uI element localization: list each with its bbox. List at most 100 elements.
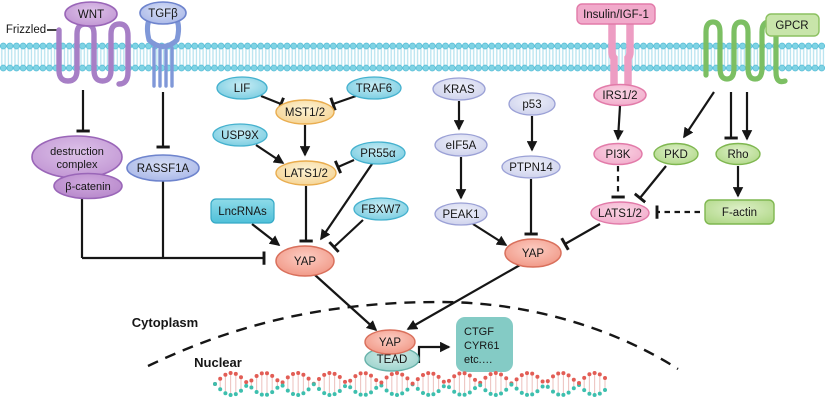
rassf1a-node: RASSF1A	[126, 154, 200, 182]
lncrnas-label: LncRNAs	[218, 206, 267, 218]
yap-left-shape	[275, 245, 335, 277]
edge-yap-left-to-nucleus	[314, 274, 378, 332]
usp9x-label: USP9X	[221, 130, 259, 142]
pi3k-label: PI3K	[606, 149, 631, 161]
p53-node: p53	[508, 92, 556, 116]
tgfb-receptor: TGFβ	[139, 1, 187, 88]
rho-shape	[715, 142, 761, 166]
pi3k-shape	[593, 142, 643, 166]
target-genes-box	[456, 317, 513, 372]
pr55a-label: PR55α	[360, 148, 396, 160]
kras-node: KRAS	[432, 77, 486, 101]
ptpn14-label: PTPN14	[509, 162, 553, 174]
tgfb-shape	[139, 1, 187, 25]
gpcr-receptor: GPCR	[703, 13, 820, 85]
lif-node: LIF	[216, 76, 268, 100]
peak1-node: PEAK1	[434, 202, 488, 226]
nuclear-label: Nuclear	[194, 355, 242, 370]
yap-left-label: YAP	[294, 256, 316, 268]
lif-label: LIF	[234, 83, 251, 95]
eif5a-label: eIF5A	[446, 140, 477, 152]
kras-shape	[432, 77, 486, 101]
yap-nuclear-label: YAP	[379, 337, 401, 349]
frizzled-receptor: Frizzled	[6, 21, 131, 87]
yap-mid-node: YAP	[504, 238, 562, 268]
yap-tead-complex: YAP TEAD	[364, 329, 420, 372]
mst12-label: MST1/2	[285, 107, 325, 119]
factin-shape	[704, 199, 775, 225]
p53-label: p53	[522, 99, 541, 111]
edge-peak1-activates-yap	[472, 223, 508, 246]
yap-nuclear-shape	[364, 329, 416, 355]
edge-yap-mid-to-nucleus	[406, 264, 521, 330]
factin-label: F-actin	[722, 207, 757, 219]
pr55a-shape	[350, 141, 406, 165]
lats12-right-label: LATS1/2	[598, 208, 642, 220]
lncrnas-node: LncRNAs	[210, 198, 275, 224]
dna-helix-icon	[213, 371, 607, 397]
edge-traf6-inhibits-mst12	[329, 94, 357, 111]
lats12-right-shape	[590, 201, 650, 225]
yap-mid-label: YAP	[522, 248, 544, 260]
wnt-node: WNT	[64, 1, 118, 27]
cytoplasm-label: Cytoplasm	[132, 315, 198, 330]
fbxw7-node: FBXW7	[353, 197, 409, 221]
eif5a-node: eIF5A	[434, 133, 488, 157]
usp9x-shape	[212, 123, 268, 147]
peak1-shape	[434, 202, 488, 226]
lats12-right-node: LATS1/2	[590, 201, 650, 225]
pr55a-node: PR55α	[350, 141, 406, 165]
gpcr-box	[765, 13, 820, 37]
plasma-membrane	[0, 40, 825, 74]
eif5a-shape	[434, 133, 488, 157]
yap-mid-shape	[504, 238, 562, 268]
usp9x-node: USP9X	[212, 123, 268, 147]
fbxw7-shape	[353, 197, 409, 221]
insulin-receptor-bar	[608, 20, 618, 88]
yap-left-node: YAP	[275, 245, 335, 277]
edge-tead-activates-target-genes	[417, 341, 451, 363]
traf6-label: TRAF6	[356, 83, 392, 95]
fbxw7-label: FBXW7	[361, 204, 401, 216]
target-genes-node: CTGF CYR61 etc.…	[456, 317, 513, 372]
edge-lif-inhibits-mst12	[260, 94, 285, 111]
target-gene-3: etc.…	[464, 354, 493, 366]
edge-pr55a-inhibits-lats12	[333, 158, 355, 174]
traf6-shape	[346, 76, 402, 100]
edge-lats12r-inhibits-yap	[560, 223, 601, 251]
rassf1a-label: RASSF1A	[137, 163, 190, 175]
lats12-shape	[275, 160, 337, 186]
nuclear-envelope-dashed	[147, 300, 679, 371]
pathway-edges	[76, 90, 753, 363]
ptpn14-shape	[501, 155, 561, 179]
factin-node: F-actin	[704, 199, 775, 225]
target-gene-2: CYR61	[464, 340, 499, 352]
frizzled-label: Frizzled	[6, 24, 46, 36]
ptpn14-node: PTPN14	[501, 155, 561, 179]
lats12-label: LATS1/2	[284, 168, 328, 180]
pi3k-node: PI3K	[593, 142, 643, 166]
mst12-node: MST1/2	[275, 99, 335, 125]
pkd-shape	[653, 142, 699, 166]
frizzled-coils-icon	[56, 21, 131, 87]
edge-usp9x-activates-lats12	[255, 144, 285, 164]
insulin-label: Insulin/IGF-1	[583, 9, 649, 21]
insulin-box	[576, 3, 656, 25]
edge-lncrnas-activates-yap	[251, 223, 281, 246]
destruction-complex-line2: complex	[57, 159, 98, 171]
beta-catenin-shape	[53, 172, 123, 200]
wnt-shape	[64, 1, 118, 27]
tead-label: TEAD	[377, 354, 408, 366]
mst12-shape	[275, 99, 335, 125]
edge-irs12-activates-pi3k	[613, 105, 624, 141]
destruction-complex-line1: destruction	[50, 146, 104, 158]
irs12-shape	[593, 83, 647, 107]
edge-fbxw7-inhibits-yap	[328, 219, 364, 253]
lncrnas-shape	[210, 198, 275, 224]
p53-shape	[508, 92, 556, 116]
edge-pr55a-activates-yap	[320, 163, 373, 241]
beta-catenin-node: β-catenin	[53, 172, 123, 200]
insulin-receptor-bar	[624, 20, 634, 88]
peak1-label: PEAK1	[442, 209, 479, 221]
